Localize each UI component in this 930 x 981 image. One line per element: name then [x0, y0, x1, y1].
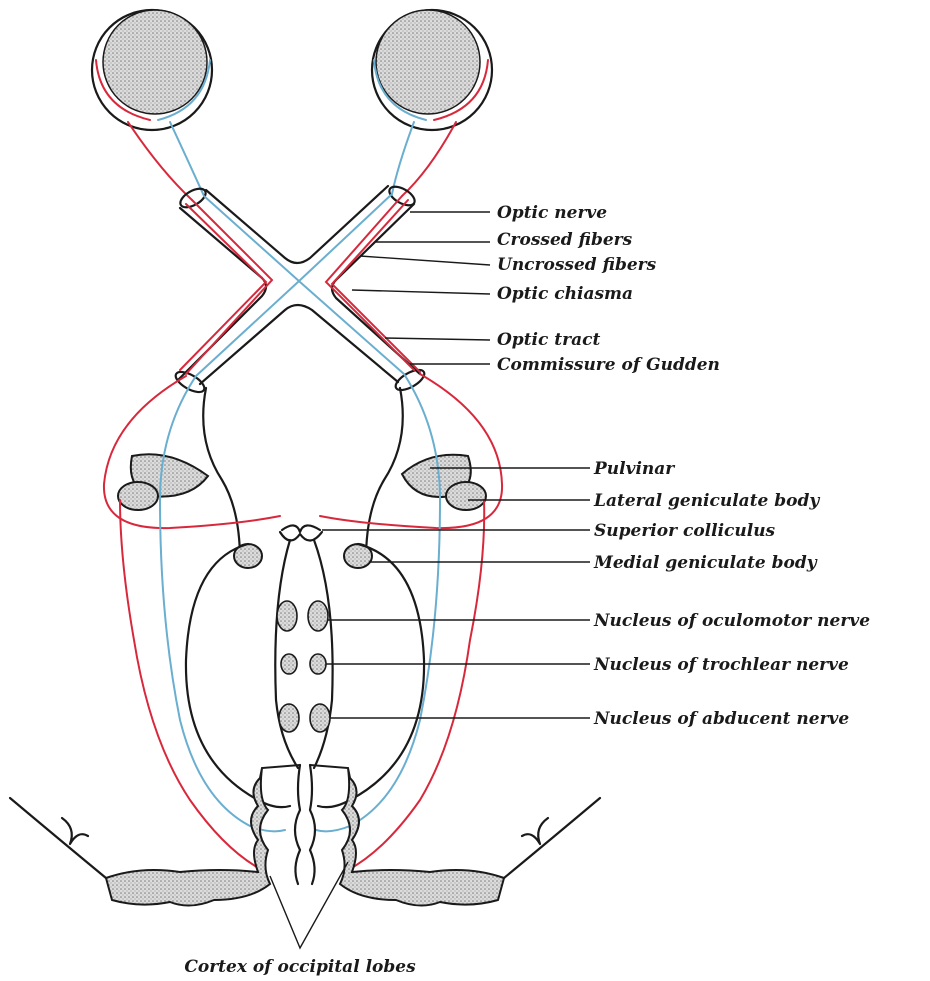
crossed-fibers-right-to-left: [196, 194, 392, 376]
left-uncrossed-fibers: [186, 200, 272, 374]
right-commissure-loop: [366, 388, 403, 560]
label-lateral-geniculate-body: Lateral geniculate body: [593, 491, 820, 511]
left-optic-nerve-blue: [170, 122, 204, 196]
label-superior-colliculus: Superior colliculus: [594, 521, 776, 541]
right-hemisphere-outline: [504, 798, 600, 878]
right-optic-radiation-blue: [316, 374, 440, 831]
optic-chiasma-outline: [173, 183, 428, 396]
crossed-fibers-left-to-right: [204, 196, 404, 374]
right-oculomotor-nucleus: [308, 601, 328, 631]
leader-lines: [270, 212, 590, 948]
label-optic-nerve: Optic nerve: [497, 203, 607, 223]
label-medial-geniculate-body: Medial geniculate body: [593, 553, 818, 573]
superior-colliculus: [280, 532, 322, 541]
left-hemisphere-outline: [10, 798, 106, 878]
label-uncrossed-fibers: Uncrossed fibers: [497, 255, 657, 275]
left-eyeball: [92, 10, 212, 130]
label-nucleus-trochlear: Nucleus of trochlear nerve: [593, 655, 849, 675]
left-occipital-cortex: [106, 765, 300, 906]
label-commissure-of-gudden: Commissure of Gudden: [497, 355, 720, 375]
right-eyeball: [372, 10, 492, 130]
label-cortex-occipital: Cortex of occipital lobes: [184, 957, 416, 977]
right-abducent-nucleus: [310, 704, 330, 732]
left-abducent-nucleus: [279, 704, 299, 732]
right-trochlear-nucleus: [310, 654, 326, 674]
right-lateral-geniculate-body: [446, 482, 486, 510]
label-nucleus-abducent: Nucleus of abducent nerve: [593, 709, 849, 729]
label-optic-tract: Optic tract: [497, 330, 600, 350]
label-pulvinar: Pulvinar: [593, 459, 675, 479]
label-crossed-fibers: Crossed fibers: [497, 230, 633, 250]
right-occipital-cortex: [310, 765, 504, 906]
label-nucleus-oculomotor: Nucleus of oculomotor nerve: [593, 611, 870, 631]
left-optic-nerve-red: [128, 122, 192, 200]
left-trochlear-nucleus: [281, 654, 297, 674]
left-oculomotor-nucleus: [277, 601, 297, 631]
left-optic-radiation-blue: [160, 376, 285, 831]
right-optic-nerve-blue: [392, 122, 414, 194]
label-optic-chiasma: Optic chiasma: [497, 284, 633, 304]
left-lateral-geniculate-body: [118, 482, 158, 510]
left-commissure-loop: [203, 388, 240, 560]
